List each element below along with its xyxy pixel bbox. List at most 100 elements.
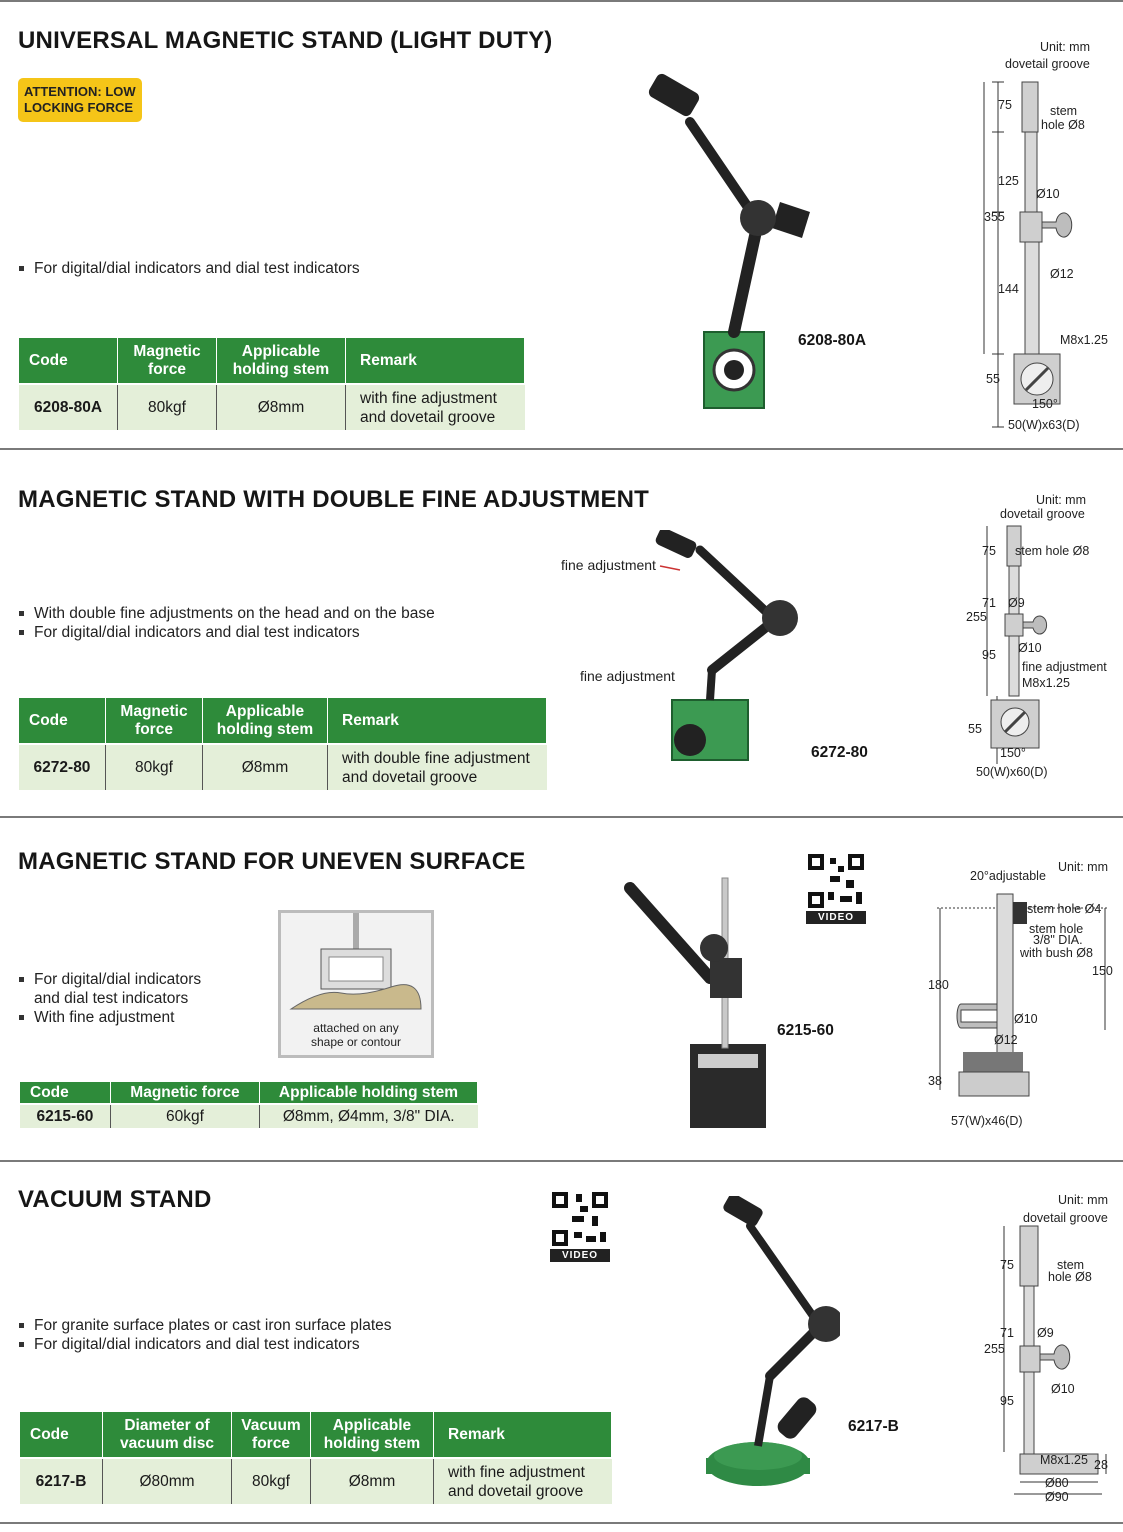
cell: Ø8mm (216, 383, 346, 430)
section-double-fine-stand: MAGNETIC STAND WITH DOUBLE FINE ADJUSTME… (0, 450, 1123, 818)
feature-item: For digital/dial indicators and dial tes… (18, 259, 360, 278)
cell-remark: with double fine adjustment and dovetail… (327, 743, 547, 790)
section-title: MAGNETIC STAND WITH DOUBLE FINE ADJUSTME… (18, 486, 650, 513)
dim-label: 255 (984, 1342, 1005, 1356)
unit-label: Unit: mm (1036, 493, 1086, 507)
dimension-diagram (986, 525, 1048, 764)
col-header: Vacuum force (231, 1412, 311, 1458)
dim-label: Ø10 (1051, 1382, 1075, 1396)
attention-badge: ATTENTION: LOW LOCKING FORCE (18, 78, 142, 122)
dim-label: 28 (1094, 1458, 1108, 1472)
col-header: Code (20, 1082, 111, 1104)
dim-label: 3/8" DIA. (1033, 933, 1083, 947)
dimension-diagram (937, 893, 1107, 1097)
col-header: Applicable holding stem (259, 1082, 478, 1104)
cell: Ø8mm (202, 743, 328, 790)
dim-label: 150 (1092, 964, 1113, 978)
dim-label: 75 (982, 544, 996, 558)
dim-label: M8x1.25 (1060, 333, 1108, 347)
dim-label: 125 (998, 174, 1019, 188)
product-photo-6208-80A (648, 73, 810, 409)
col-header: Magnetic force (117, 338, 217, 384)
dim-label: 95 (982, 648, 996, 662)
badge-line: LOCKING FORCE (24, 100, 134, 115)
section-title: UNIVERSAL MAGNETIC STAND (LIGHT DUTY) (18, 27, 553, 54)
inset-caption: attached on any (313, 1021, 399, 1035)
col-header: Diameter of vacuum disc (102, 1412, 232, 1458)
dim-label: dovetail groove (1023, 1211, 1108, 1225)
video-qr-code[interactable]: VIDEO (550, 1190, 610, 1262)
section-vacuum-stand: VACUUM STAND For granite surface plates … (0, 1162, 1123, 1524)
col-header: Applicable holding stem (202, 698, 328, 744)
col-header: Code (19, 698, 106, 744)
dim-label: Ø90 (1045, 1490, 1069, 1504)
qr-code-icon (806, 852, 866, 910)
cell-remark: with fine adjustment and dovetail groove (433, 1457, 612, 1504)
dim-label: Ø9 (1008, 596, 1025, 610)
dim-label: M8x1.25 (1022, 676, 1070, 690)
usage-inset-image: attached on any shape or contour (278, 910, 434, 1058)
col-header: Remark (345, 338, 525, 384)
dim-label: hole Ø8 (1048, 1270, 1092, 1284)
cell-code: 6215-60 (20, 1103, 111, 1128)
feature-list: For digital/dial indicators and dial tes… (18, 970, 201, 1027)
dim-label: Ø12 (1050, 267, 1074, 281)
dim-label: 144 (998, 282, 1019, 296)
product-code-label: 6208-80A (798, 332, 867, 349)
dim-label: hole Ø8 (1041, 118, 1085, 132)
product-code-label: 6217-B (848, 1418, 899, 1435)
col-header: Code (19, 338, 118, 384)
dim-label: dovetail groove (1005, 57, 1090, 71)
col-header: Magnetic force (105, 698, 203, 744)
section-universal-stand: UNIVERSAL MAGNETIC STAND (LIGHT DUTY) AT… (0, 0, 1123, 450)
spec-table: Code Diameter of vacuum disc Vacuum forc… (20, 1412, 612, 1504)
feature-item: For digital/dial indicators and dial tes… (18, 1335, 392, 1354)
cell-code: 6217-B (20, 1457, 103, 1504)
dim-label: 50(W)x63(D) (1008, 418, 1080, 432)
unit-label: Unit: mm (1058, 860, 1108, 874)
feature-list: For digital/dial indicators and dial tes… (18, 259, 360, 278)
dim-label: 50(W)x60(D) (976, 765, 1048, 779)
dim-label: 55 (968, 722, 982, 736)
dim-label: 75 (1000, 1258, 1014, 1272)
col-header: Remark (433, 1412, 612, 1458)
video-qr-code[interactable]: VIDEO (806, 852, 866, 924)
feature-item: With double fine adjustments on the head… (18, 604, 435, 623)
cell: 80kgf (231, 1457, 311, 1504)
dim-label: 180 (928, 978, 949, 992)
dim-label: stem (1050, 104, 1078, 118)
dim-label: 355 (984, 210, 1005, 224)
dim-label: stem (1057, 1258, 1085, 1272)
callout-label: fine adjustment (561, 557, 656, 573)
dimension-diagram (1003, 1225, 1107, 1495)
section-title: MAGNETIC STAND FOR UNEVEN SURFACE (18, 848, 526, 875)
dim-label: fine adjustment (1022, 660, 1107, 674)
dim-label: 20°adjustable (970, 869, 1046, 883)
video-label: VIDEO (550, 1249, 610, 1262)
cell-remark: with fine adjustment and dovetail groove (345, 383, 525, 430)
qr-code-icon (550, 1190, 610, 1248)
col-header: Applicable holding stem (310, 1412, 434, 1458)
unit-label: Unit: mm (1040, 40, 1090, 54)
dimension-diagram (983, 81, 1073, 428)
product-code-label: 6215-60 (777, 1022, 834, 1039)
dim-label: Ø12 (994, 1033, 1018, 1047)
unit-label: Unit: mm (1058, 1193, 1108, 1207)
dim-label: 150° (1032, 397, 1058, 411)
cell: 80kgf (105, 743, 203, 790)
dim-label: Ø10 (1014, 1012, 1038, 1026)
inset-illustration (289, 913, 422, 1010)
dim-label: stem hole (1029, 922, 1084, 936)
product-photo-6272-80 (655, 530, 798, 761)
feature-item: With fine adjustment (18, 1008, 201, 1027)
spec-table: Code Magnetic force Applicable holding s… (20, 1082, 478, 1128)
cell: 60kgf (110, 1103, 260, 1128)
dim-label: Ø80 (1045, 1476, 1069, 1490)
dim-label: 255 (966, 610, 987, 624)
product-photo-6217-B (706, 1196, 840, 1486)
cell-code: 6208-80A (19, 383, 118, 430)
col-header: Applicable holding stem (216, 338, 346, 384)
dim-label: stem hole Ø4 (1027, 902, 1102, 916)
feature-list: With double fine adjustments on the head… (18, 604, 435, 642)
video-label: VIDEO (806, 911, 866, 924)
